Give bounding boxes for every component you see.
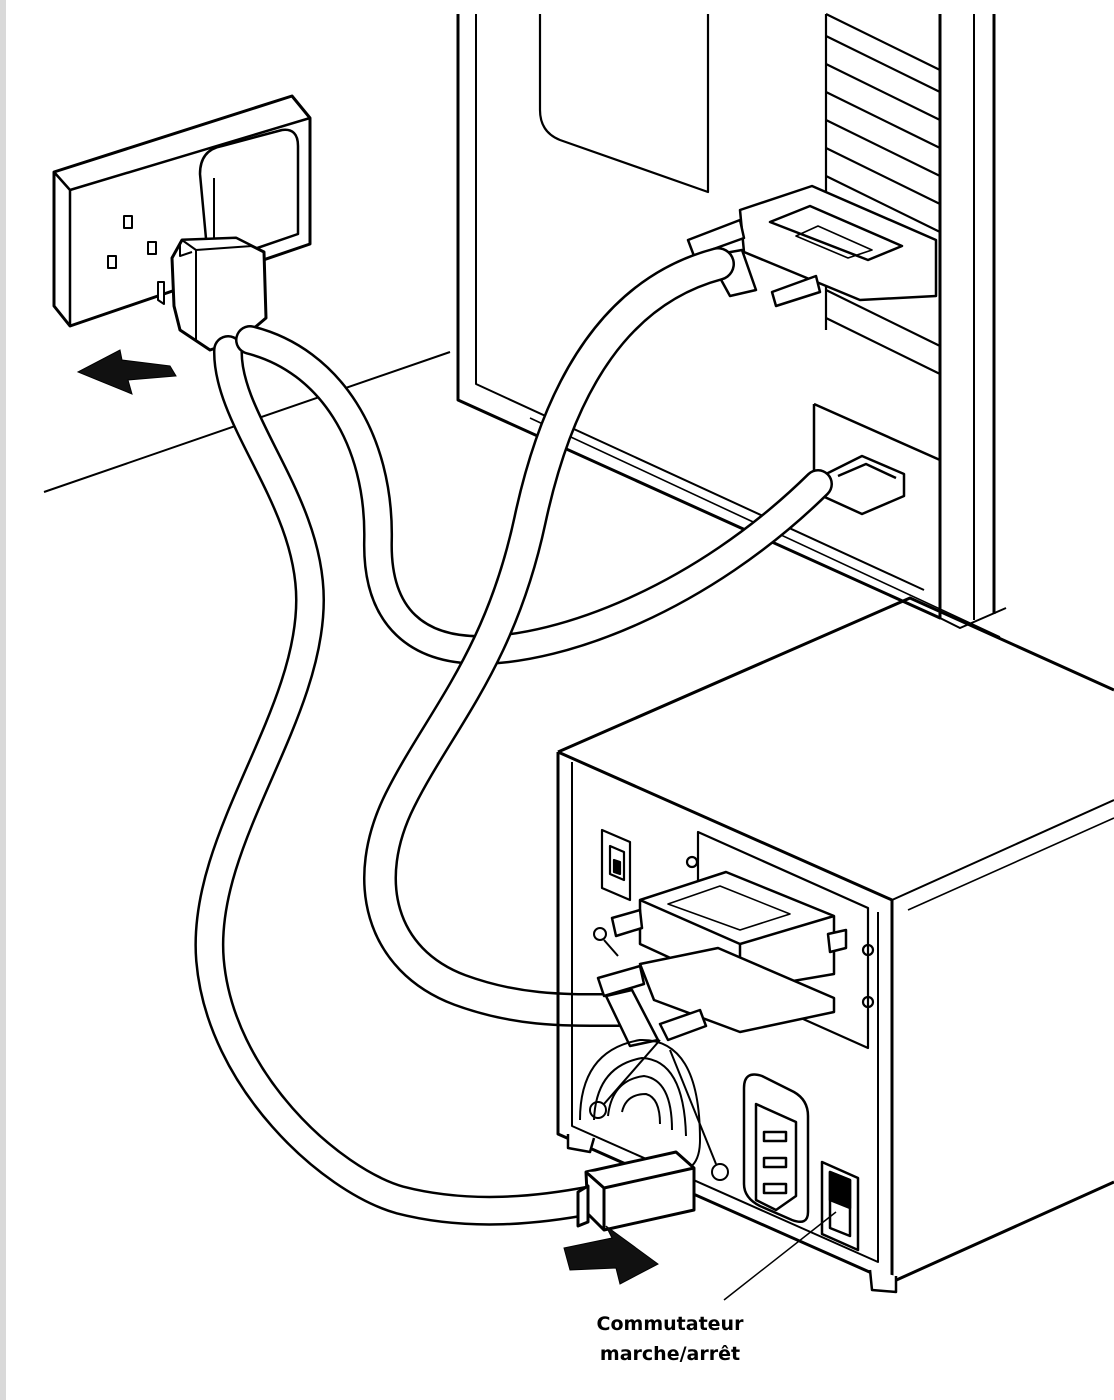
computer-tower bbox=[456, 13, 1007, 629]
power-cord-to-wall bbox=[194, 335, 607, 1226]
switch-callout-line1: Commutateur bbox=[596, 1313, 744, 1335]
push-arrow-icon bbox=[76, 349, 659, 1285]
tower-power-socket bbox=[812, 402, 941, 516]
external-drive-unit bbox=[556, 596, 1114, 1294]
tower-expansion-vents bbox=[824, 13, 941, 375]
power-cord-to-tower bbox=[235, 325, 833, 666]
fan-grille-icon bbox=[579, 1038, 701, 1173]
scsi-cable bbox=[363, 247, 735, 1028]
wall-outlet-icon bbox=[52, 94, 312, 328]
scsi-cable-connector bbox=[596, 946, 836, 1048]
switch-callout-line2: marche/arrêt bbox=[599, 1343, 741, 1365]
switch-callout-leader bbox=[723, 1211, 837, 1301]
drive-feet bbox=[566, 1134, 898, 1294]
termination-switch bbox=[600, 828, 632, 902]
rocker-switch-icon bbox=[820, 1160, 860, 1252]
thumb-screw-loops bbox=[589, 927, 729, 1181]
iec-power-inlet-icon bbox=[742, 1073, 810, 1223]
tower-scsi-connector bbox=[686, 184, 938, 308]
iec-plug-on-cord bbox=[576, 1150, 696, 1232]
left-edge-shade bbox=[0, 0, 6, 1400]
